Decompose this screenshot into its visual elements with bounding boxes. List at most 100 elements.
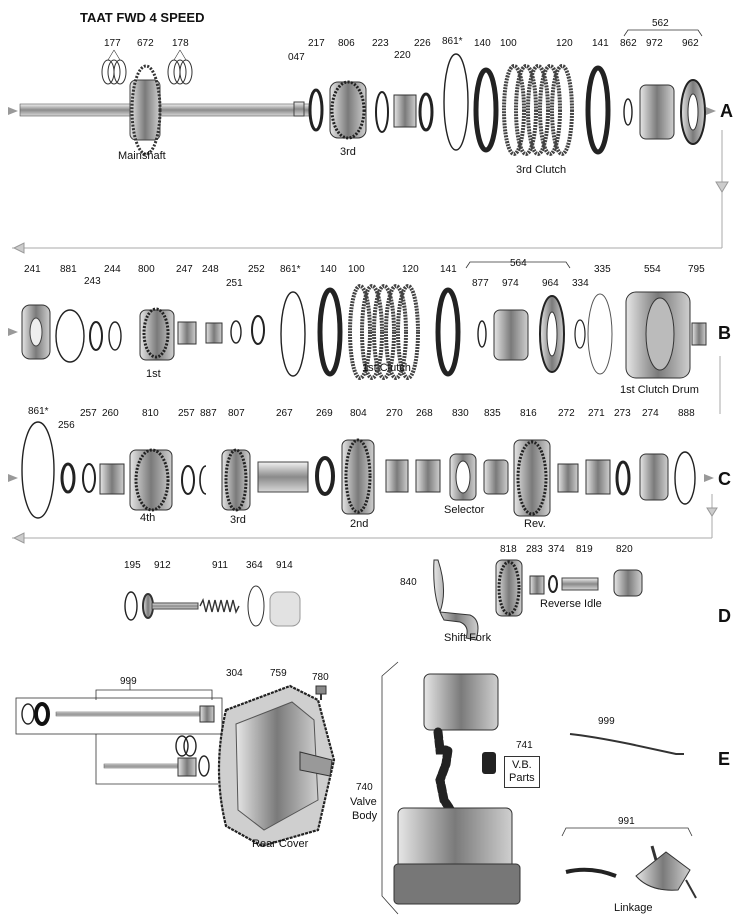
part-caption: Rev. [524,518,546,530]
row-b-parts [8,261,707,380]
part-caption: Linkage [614,902,653,914]
part-label: 795 [688,264,705,275]
part-label: 268 [416,408,433,419]
part-label: 835 [484,408,501,419]
part-label: 862 [620,38,637,49]
part-caption: 2nd [350,518,369,530]
part-caption: Selector [444,504,485,516]
part-label: 911 [212,560,228,571]
part-label: 962 [682,38,699,49]
part-caption: 3rd [340,146,356,158]
part-caption: 3rd Clutch [516,164,567,176]
part-label: 554 [644,264,661,275]
part-label: 047 [288,52,305,63]
part-label: 672 [137,38,154,49]
part-caption: Mainshaft [118,150,166,162]
part-label: 861* [280,264,301,275]
part-label: 226 [414,38,431,49]
part-label: 100 [348,264,365,275]
part-label: 141 [440,264,457,275]
part-caption: Rear Cover [252,838,309,850]
part-label: 912 [154,560,171,571]
part-caption: 1st Clutch [362,362,411,374]
part-label: 562 [652,18,669,29]
part-label: 195 [124,560,141,571]
part-label: 818 [500,544,517,555]
part-label: 374 [548,544,565,555]
part-label: 283 [526,544,543,555]
row-a-parts [8,29,716,156]
part-label: 177 [104,38,121,49]
part-label: 241 [24,264,41,275]
connector-c-d [12,494,718,544]
part-label: 217 [308,38,325,49]
part-label: 861* [442,36,463,47]
part-label: 741 [516,740,533,751]
part-label: 888 [678,408,695,419]
part-label: 800 [138,264,155,275]
part-caption: 1st [146,368,161,380]
part-label: 120 [402,264,419,275]
row-letter-c: C [718,469,731,489]
part-label: 819 [576,544,593,555]
part-label: 257 [178,408,195,419]
part-label: 100 [500,38,517,49]
part-label: 335 [594,264,611,275]
part-label: 247 [176,264,193,275]
part-label: 178 [172,38,189,49]
part-label: 830 [452,408,469,419]
part-label: 807 [228,408,245,419]
part-label: 248 [202,264,219,275]
part-label: 964 [542,278,559,289]
part-caption: Parts [509,772,535,784]
part-label: 244 [104,264,121,275]
part-label: 257 [80,408,97,419]
row-letter-e: E [718,749,731,769]
row-d-parts [124,559,643,641]
row-e-parts [15,661,697,915]
part-label: 780 [312,672,329,683]
part-label: 260 [102,408,119,419]
part-caption: 3rd [230,514,246,526]
part-label: 252 [248,264,265,275]
part-caption: Shift Fork [444,632,492,644]
part-label: 877 [472,278,489,289]
part-label: 840 [400,577,417,588]
part-label: 269 [316,408,333,419]
vb-parts-box: V.B. Parts [504,756,540,788]
part-label: 120 [556,38,573,49]
part-label: 223 [372,38,389,49]
part-label: 806 [338,38,355,49]
part-caption: V.B. [511,759,532,771]
connector-a-b [12,130,729,254]
part-label: 861* [28,406,49,417]
row-c-parts [8,421,714,519]
part-label: 816 [520,408,537,419]
row-letter-b: B [718,323,731,343]
part-label: 972 [646,38,663,49]
diagram-title: TAAT FWD 4 SPEED [80,10,205,25]
part-label: 820 [616,544,633,555]
part-label: 810 [142,408,159,419]
part-label: 887 [200,408,217,419]
part-label: 974 [502,278,519,289]
part-caption: 4th [140,512,156,524]
part-caption: Valve [350,796,377,808]
part-label: 243 [84,276,101,287]
part-label: 759 [270,668,287,679]
part-caption: Reverse Idle [540,598,602,610]
part-label: 274 [642,408,659,419]
part-label: 141 [592,38,609,49]
part-label: 220 [394,50,411,61]
part-label: 740 [356,782,373,793]
part-label: 999 [120,676,137,687]
part-label: 364 [246,560,263,571]
part-label: 564 [510,258,527,269]
part-label: 256 [58,420,75,431]
part-label: 334 [572,278,589,289]
part-label: 140 [320,264,337,275]
part-label: 270 [386,408,403,419]
part-label: 914 [276,560,293,571]
